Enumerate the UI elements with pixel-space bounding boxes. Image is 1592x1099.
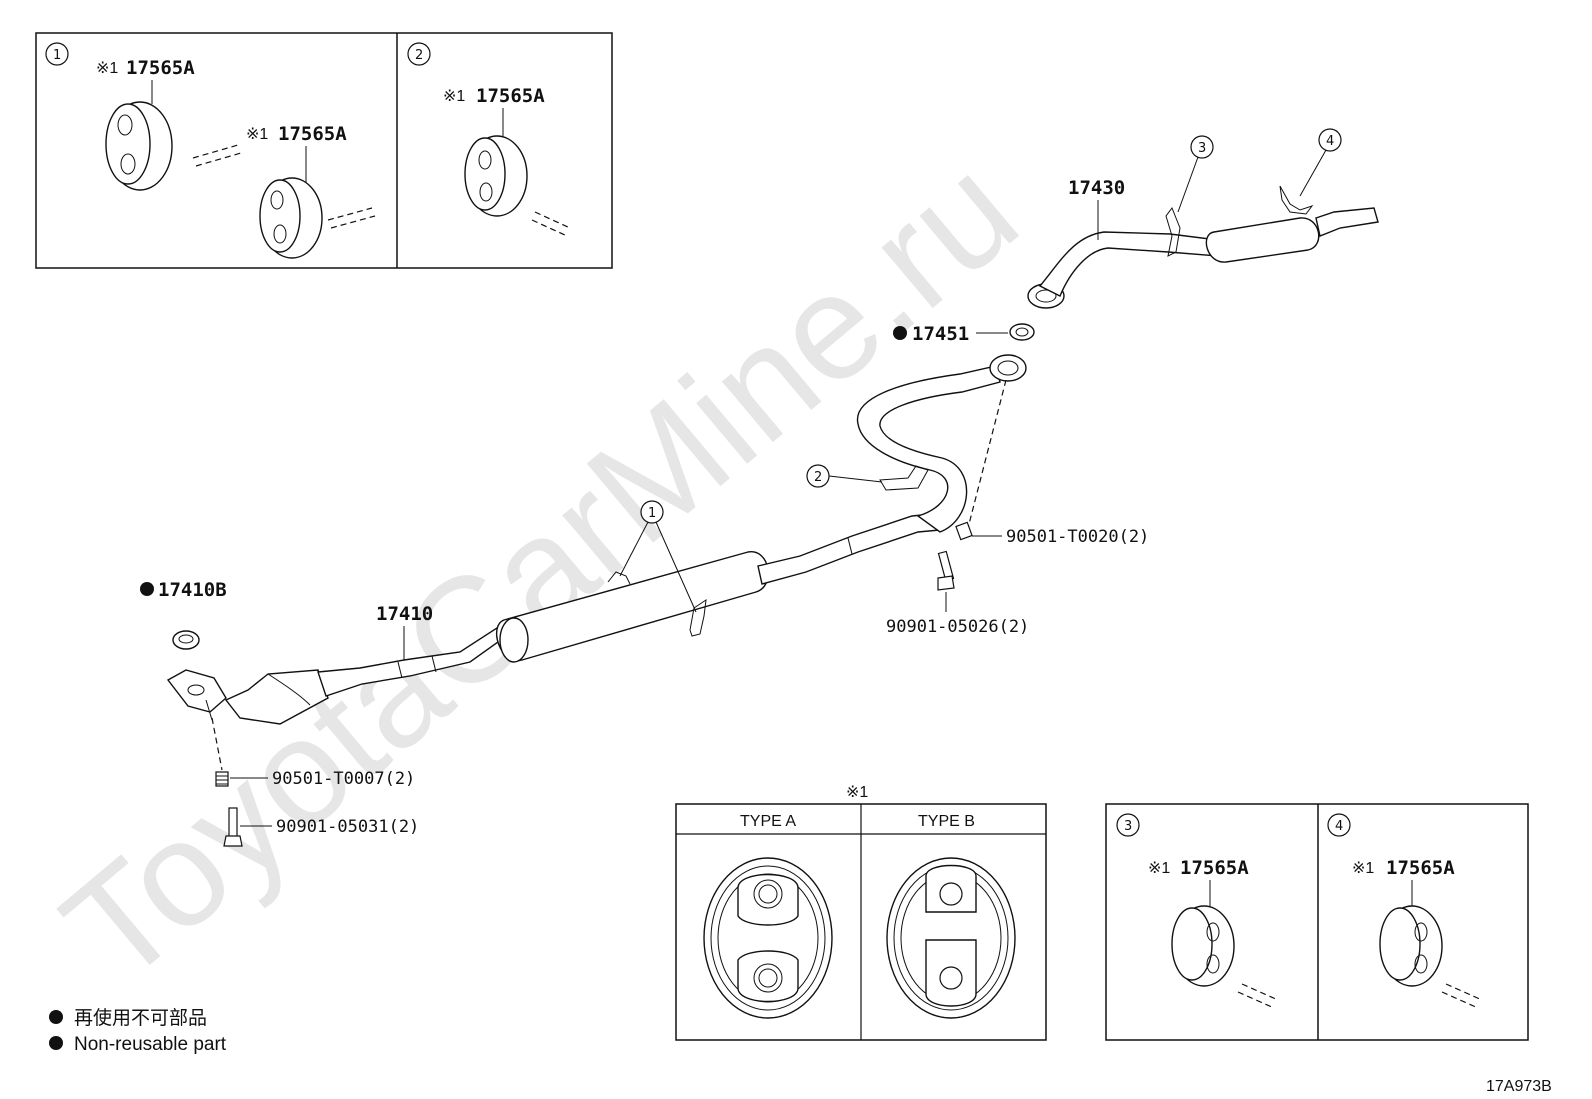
spring-front [215, 771, 229, 787]
callout-4-main: 4 [1299, 128, 1342, 197]
part-label-90501-T0020: 90501-T0020(2) [1006, 527, 1149, 547]
callout-4-inset: 4 [1327, 813, 1351, 837]
legend: 再使用不可部品 Non-reusable part [49, 1007, 227, 1055]
inset-box-3-4: 3 4 ※1 17565A ※1 17565A [1105, 803, 1529, 1041]
svg-text:1: 1 [648, 506, 656, 521]
callout-3-inset: 3 [1116, 813, 1140, 837]
callout-2-main: 2 [806, 464, 883, 488]
svg-text:※1: ※1 [443, 88, 465, 105]
rubber-hanger-3 [1171, 905, 1235, 987]
type-b-hanger [886, 857, 1016, 1019]
watermark: ToyotaCarMine.ru [33, 125, 1048, 1015]
svg-text:※1: ※1 [246, 126, 268, 143]
part-label-17565A-3: 17565A [1180, 857, 1249, 879]
svg-text:2: 2 [415, 48, 423, 63]
part-label-17565A-1b: 17565A [278, 123, 347, 145]
svg-text:1: 1 [53, 48, 61, 63]
svg-text:2: 2 [814, 470, 822, 485]
svg-text:4: 4 [1335, 819, 1343, 834]
inset-box-1-2: 1 2 ※1 17565A ※1 17565A ※1 [35, 32, 613, 269]
note-mark: ※1 [96, 60, 118, 77]
front-exhaust-pipe-assembly [166, 354, 1027, 725]
part-label-90501-T0007: 90501-T0007(2) [272, 769, 415, 789]
part-label-17565A-4: 17565A [1386, 857, 1455, 879]
type-a-header: TYPE A [740, 813, 796, 830]
legend-dot-1 [49, 1010, 63, 1024]
tail-pipe-assembly [1027, 185, 1379, 309]
svg-text:3: 3 [1198, 141, 1206, 156]
non-reusable-dot-17410B [140, 582, 154, 596]
rubber-hanger-1b [259, 177, 323, 259]
rubber-hanger-1a [105, 101, 173, 191]
part-label-17565A-1a: 17565A [126, 57, 195, 79]
legend-japanese: 再使用不可部品 [74, 1007, 207, 1029]
svg-text:4: 4 [1326, 134, 1334, 149]
type-b-header: TYPE B [918, 813, 975, 830]
rubber-hanger-4 [1379, 905, 1443, 987]
legend-dot-2 [49, 1036, 63, 1050]
non-reusable-dot-17451 [893, 326, 907, 340]
callout-3-main: 3 [1177, 135, 1214, 213]
gasket-mid [1009, 323, 1035, 341]
spring-mid [955, 521, 973, 541]
type-a-hanger [703, 857, 833, 1019]
bolt-front [223, 807, 243, 847]
svg-text:※1: ※1 [1148, 860, 1170, 877]
callout-2-inset: 2 [407, 42, 431, 66]
callout-1-main: 1 [619, 500, 697, 613]
part-label-17430: 17430 [1068, 177, 1125, 199]
rubber-hanger-2 [464, 135, 528, 217]
gasket-front [172, 630, 200, 650]
part-label-17565A-2: 17565A [476, 85, 545, 107]
part-label-90901-05026: 90901-05026(2) [886, 617, 1029, 637]
callout-1-inset: 1 [45, 42, 69, 66]
part-label-17451: 17451 [912, 323, 969, 345]
legend-english: Non-reusable part [74, 1034, 227, 1055]
part-label-17410: 17410 [376, 603, 433, 625]
svg-text:3: 3 [1124, 819, 1132, 834]
part-label-90901-05031: 90901-05031(2) [276, 817, 419, 837]
figure-code: 17A973B [1486, 1078, 1552, 1095]
bolt-mid [937, 550, 955, 591]
type-note-mark: ※1 [846, 784, 868, 801]
part-label-17410B: 17410B [158, 579, 227, 601]
svg-text:※1: ※1 [1352, 860, 1374, 877]
type-table: TYPE A TYPE B [675, 803, 1047, 1041]
